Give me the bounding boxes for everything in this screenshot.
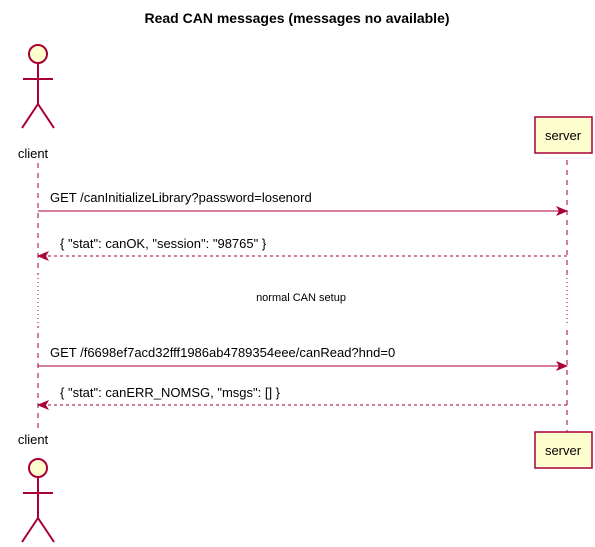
server-label-bottom: server bbox=[545, 443, 582, 458]
server-box-top bbox=[534, 116, 593, 154]
client-label-top: client bbox=[18, 146, 49, 161]
message-label-2: { "stat": canOK, "session": "98765" } bbox=[60, 236, 267, 251]
diagram-title: Read CAN messages (messages no available… bbox=[144, 10, 449, 26]
message-label-3: GET /f6698ef7acd32fff1986ab4789354eee/ca… bbox=[50, 345, 395, 360]
message-label-4: { "stat": canERR_NOMSG, "msgs": [] } bbox=[60, 385, 281, 400]
message-label-1: GET /canInitializeLibrary?password=losen… bbox=[50, 190, 312, 205]
client-actor-top-icon bbox=[21, 44, 55, 129]
divider-label: normal CAN setup bbox=[256, 292, 346, 304]
server-box-bottom bbox=[534, 431, 593, 469]
server-label-top: server bbox=[545, 128, 582, 143]
client-actor-bottom-icon bbox=[21, 458, 55, 543]
client-label-bottom: client bbox=[18, 432, 49, 447]
